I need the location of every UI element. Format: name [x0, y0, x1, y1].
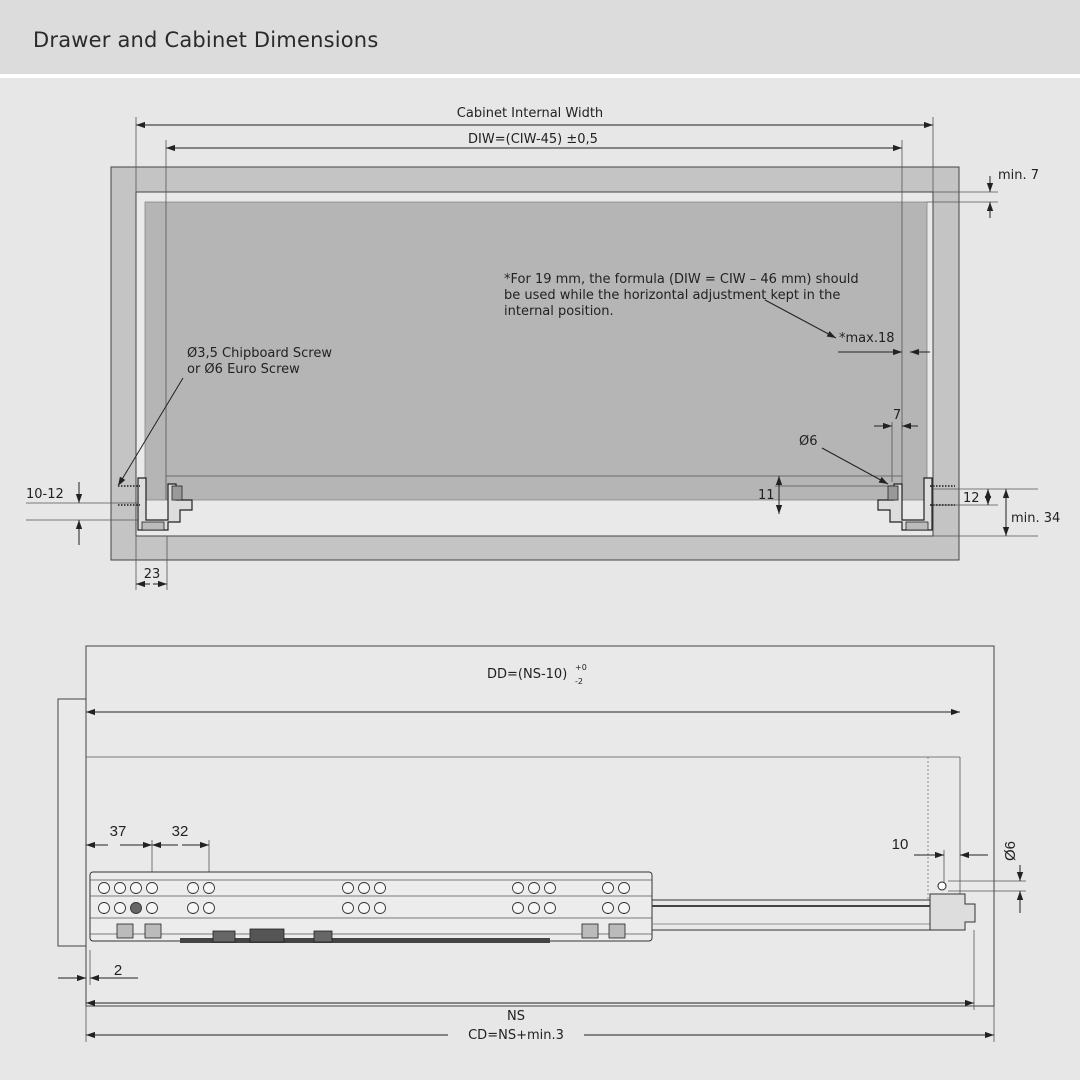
dd-tolerance-sup: +0 — [575, 663, 587, 672]
cd-label-bg — [448, 1026, 584, 1044]
dim10-label: 10 — [892, 836, 909, 853]
d6-leader — [821, 447, 889, 485]
cabinet-width-label: Cabinet Internal Width — [457, 106, 603, 121]
note-line-1: *For 19 mm, the formula (DIW = CIW – 46 … — [504, 272, 859, 287]
left-runner-bracket — [118, 477, 193, 531]
ns-label: NS — [507, 1009, 525, 1024]
screw-label-line-1: Ø3,5 Chipboard Screw — [187, 346, 332, 361]
dim2-label: 2 — [114, 962, 122, 979]
drawer-body — [144, 201, 928, 501]
note-leader — [764, 299, 837, 339]
note-line-2: be used while the horizontal adjustment … — [504, 288, 840, 303]
dim7-label: 7 — [893, 408, 901, 423]
dim12-label: 12 — [963, 491, 980, 506]
side-view-diagram: DD=(NS-10) +0 -2 37 32 10 Ø6 — [57, 645, 1026, 1044]
dd-tolerance-sub: -2 — [575, 677, 583, 686]
screw-leader — [117, 377, 184, 487]
d6-side-label: Ø6 — [1002, 841, 1019, 861]
dim32-label: 32 — [172, 823, 189, 840]
page-title: Drawer and Cabinet Dimensions — [33, 28, 379, 52]
d6-label: Ø6 — [799, 434, 818, 449]
cd-formula-label: CD=NS+min.3 — [468, 1028, 564, 1043]
min34-label: min. 34 — [1011, 511, 1060, 526]
diw-formula-label: DIW=(CIW-45) ±0,5 — [468, 132, 598, 147]
dim37-label: 37 — [110, 823, 127, 840]
dim10-12-label: 10-12 — [26, 487, 64, 502]
screw-label-line-2: or Ø6 Euro Screw — [187, 362, 300, 377]
header-bar: Drawer and Cabinet Dimensions — [0, 0, 1080, 78]
cabinet-side-outline — [85, 645, 995, 1007]
dim11-label: 11 — [758, 488, 775, 503]
drawer-front-panel — [57, 698, 87, 947]
max18-label: *max.18 — [839, 331, 895, 346]
top-view-diagram: Cabinet Internal Width DIW=(CIW-45) ±0,5… — [26, 106, 1060, 590]
min7-label: min. 7 — [998, 168, 1039, 183]
dd-formula-label: DD=(NS-10) — [487, 667, 567, 682]
right-runner-bracket — [877, 477, 955, 531]
dowel-hole — [937, 881, 947, 891]
runner-rail — [89, 871, 976, 943]
dim23-label: 23 — [144, 567, 161, 582]
note-line-3: internal position. — [504, 304, 614, 319]
